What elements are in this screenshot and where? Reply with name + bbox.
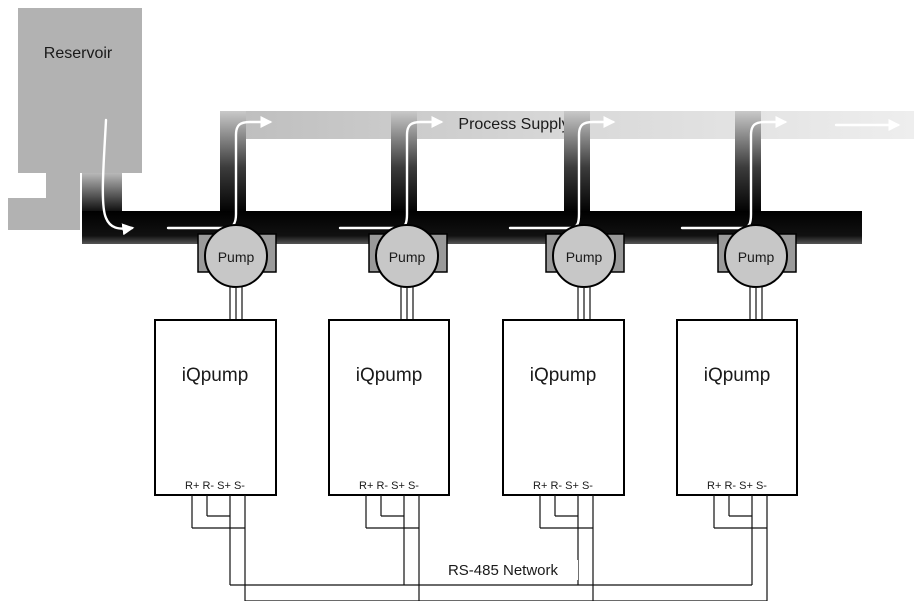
flow-arrow [101, 118, 135, 236]
terminal-labels: R+ R- S+ S- [533, 480, 593, 492]
riser [220, 111, 246, 213]
iqpump-drive [502, 319, 625, 496]
pump-label: Pump [218, 249, 255, 265]
terminal-labels: R+ R- S+ S- [185, 480, 245, 492]
iqpump-drive [328, 319, 450, 496]
reservoir: Reservoir [8, 8, 142, 230]
drive-label: iQpump [530, 365, 597, 386]
iqpump-drive [154, 319, 277, 496]
drive-label: iQpump [704, 365, 771, 386]
riser [564, 111, 590, 213]
pump-unit-4: Pump iQpump R+ R- S+ S- [676, 224, 798, 601]
terminal-labels: R+ R- S+ S- [707, 480, 767, 492]
pump-unit-1: Pump iQpump R+ R- S+ S- [154, 224, 277, 601]
reservoir-label: Reservoir [44, 45, 113, 62]
pump-unit-2: Pump iQpump R+ R- S+ S- [328, 224, 450, 601]
iqpump-drive [676, 319, 798, 496]
drive-label: iQpump [182, 365, 249, 386]
rs485-bus [230, 584, 767, 601]
pump-label: Pump [566, 249, 603, 265]
terminal-labels: R+ R- S+ S- [359, 480, 419, 492]
drive-label: iQpump [356, 365, 423, 386]
riser [391, 111, 417, 213]
pump-label: Pump [738, 249, 775, 265]
riser [735, 111, 761, 213]
pump-unit-3: Pump iQpump R+ R- S+ S- [502, 224, 625, 601]
process-supply-label: Process Supply [458, 116, 569, 133]
network-label-bg [430, 560, 578, 580]
risers [220, 111, 761, 213]
pump-label: Pump [389, 249, 426, 265]
network-label: RS-485 Network [448, 562, 559, 579]
